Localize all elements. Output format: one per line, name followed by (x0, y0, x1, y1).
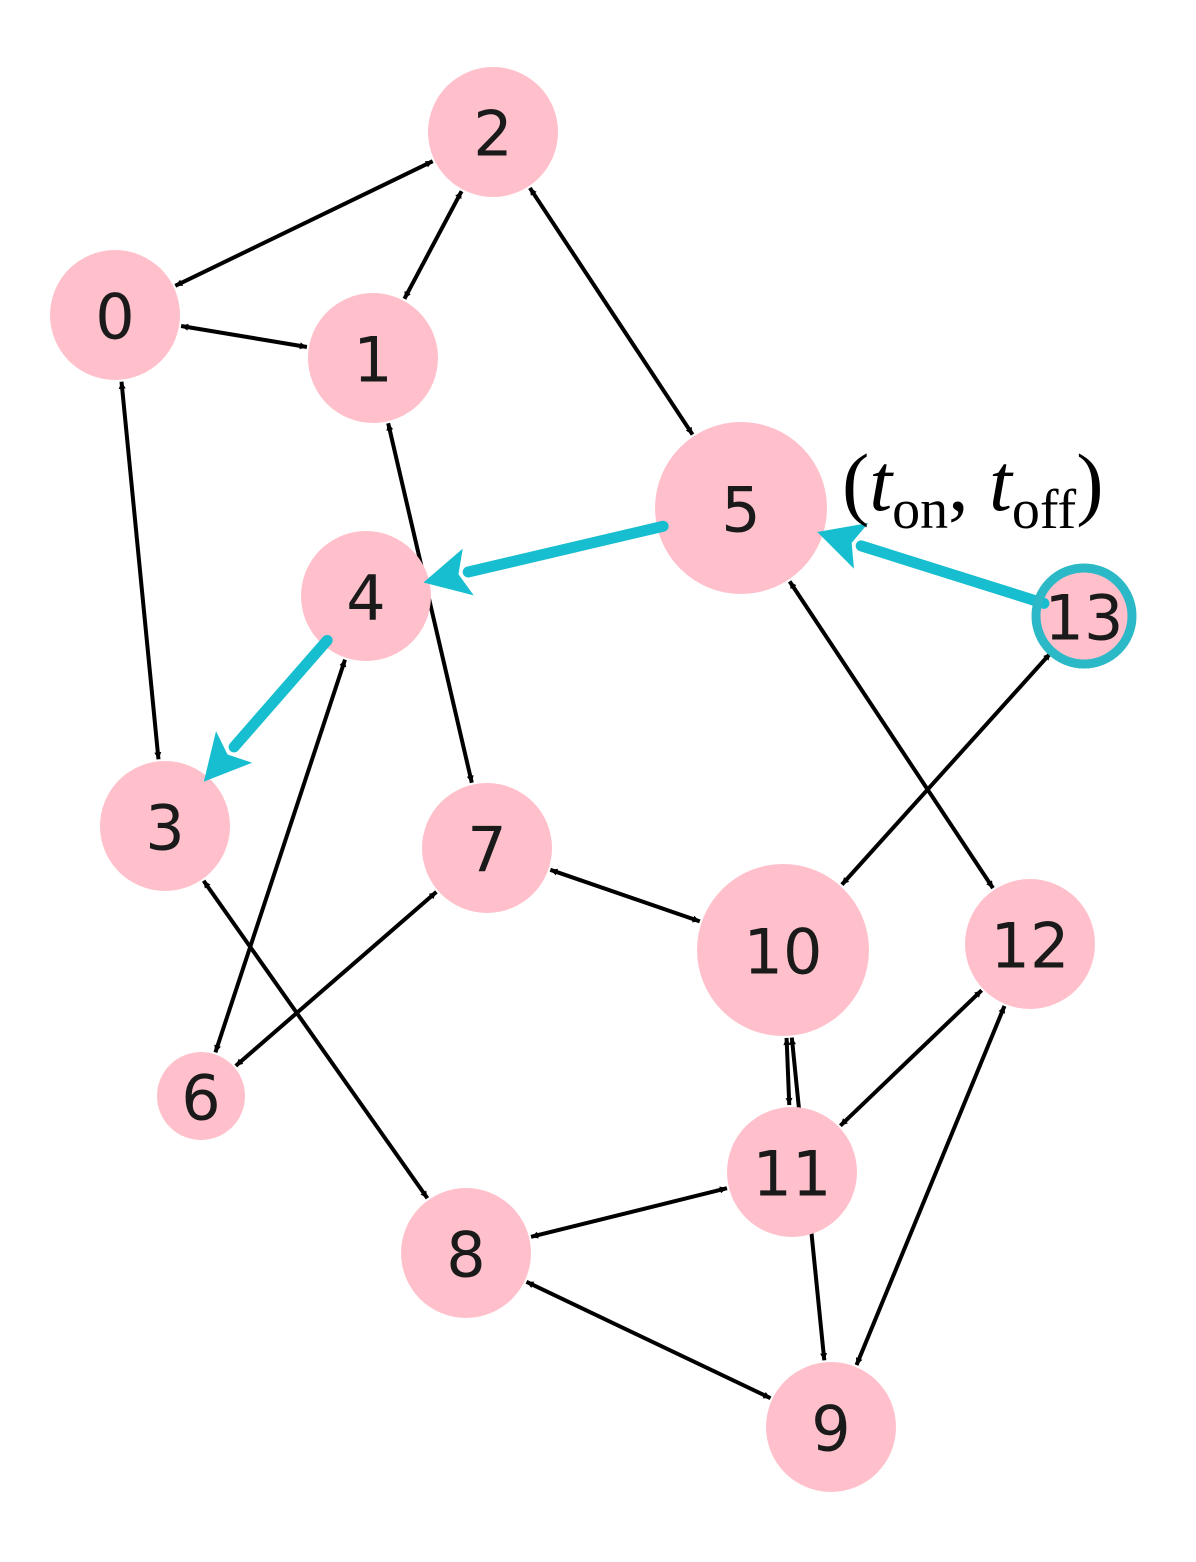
nodes-layer (50, 67, 1132, 1492)
node-label-6: 6 (181, 1062, 220, 1135)
edge-0-2 (174, 159, 434, 288)
edge-7-6 (234, 890, 438, 1068)
highlight-arrowhead-4-3 (203, 731, 253, 782)
highlight-arrowhead-13-5 (817, 522, 869, 569)
node-2 (428, 67, 558, 197)
highlight-edge-5-4 (462, 520, 669, 578)
node-13 (1036, 568, 1132, 664)
annotation-sub-off: off (1012, 479, 1077, 541)
highlight-ring-13 (1031, 563, 1137, 669)
node-label-13: 13 (1045, 582, 1124, 655)
node-7 (422, 783, 552, 913)
annotation-sub-on: on (892, 479, 948, 541)
edge-5-12 (787, 580, 995, 890)
edge-10-11 (783, 1037, 793, 1106)
node-label-7: 7 (467, 814, 506, 887)
node-10 (697, 864, 869, 1036)
edge-0-3 (118, 381, 162, 760)
edge-11-12 (838, 988, 984, 1128)
node-9 (766, 1362, 896, 1492)
highlight-arrowhead-5-4 (423, 548, 474, 596)
node-label-1: 1 (353, 324, 392, 397)
timing-annotation: (ton, toff) (842, 437, 1104, 541)
highlight-edge-4-3 (228, 634, 333, 753)
node-0 (50, 250, 180, 380)
edge-2-5 (528, 186, 695, 436)
node-label-0: 0 (95, 281, 134, 354)
node-1 (308, 293, 438, 423)
edge-8-9 (525, 1280, 772, 1400)
node-4 (301, 531, 431, 661)
annotation-t-on: t (869, 437, 894, 528)
edge-0-1 (180, 323, 308, 350)
annotation-comma: , (948, 437, 969, 528)
edge-4-6 (213, 658, 347, 1053)
node-label-2: 2 (473, 98, 512, 171)
edge-13-10 (840, 651, 1053, 886)
annotation-space (969, 437, 990, 528)
edge-12-9 (854, 1005, 1007, 1366)
node-label-5: 5 (721, 474, 760, 547)
node-3 (100, 761, 230, 891)
node-11 (727, 1107, 857, 1237)
highlight-layer (203, 520, 1137, 782)
node-5 (655, 422, 827, 594)
node-label-12: 12 (991, 910, 1070, 983)
node-6 (157, 1052, 245, 1140)
highlight-edge-13-5 (855, 540, 1050, 609)
annotation-t-off: t (989, 437, 1014, 528)
node-label-8: 8 (446, 1219, 485, 1292)
edge-7-10 (549, 867, 701, 924)
node-label-9: 9 (811, 1393, 850, 1466)
edges-layer (118, 159, 1053, 1400)
annotation-close-paren: ) (1076, 437, 1103, 528)
node-label-3: 3 (145, 792, 184, 865)
edge-1-2 (402, 190, 464, 300)
node-12 (965, 879, 1095, 1009)
node-label-4: 4 (346, 562, 385, 635)
node-8 (401, 1188, 531, 1318)
annotation-open-paren: ( (842, 437, 869, 528)
node-label-10: 10 (744, 916, 823, 989)
edge-11-8 (530, 1186, 728, 1239)
node-label-11: 11 (753, 1138, 832, 1211)
